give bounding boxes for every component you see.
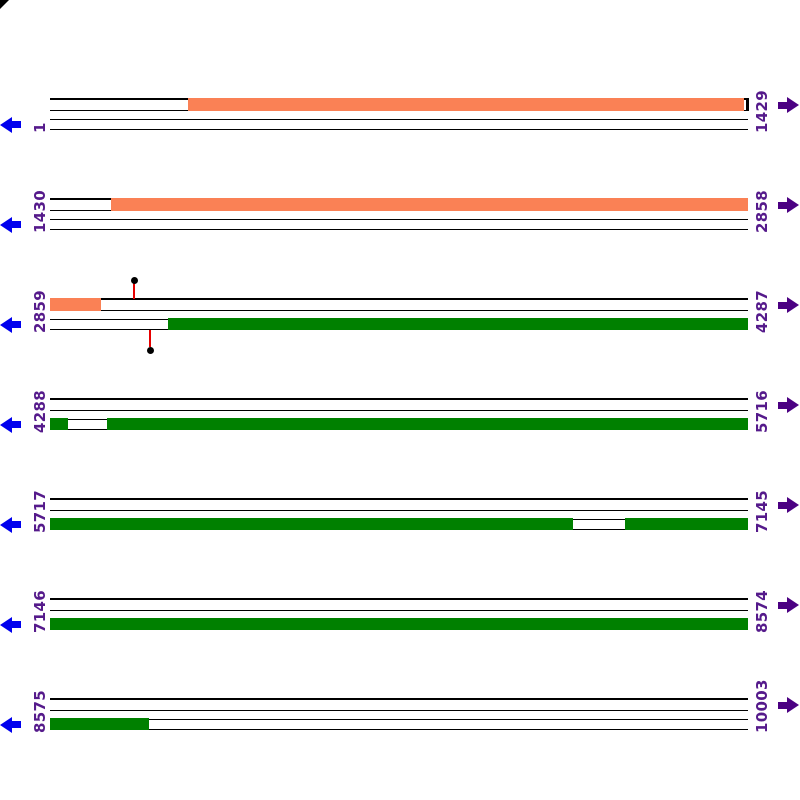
left-arrow-head [0,516,12,533]
left-strand-arrow-icon [0,616,21,633]
right-arrow-head [787,197,799,213]
row-end-position-label: 8574 [753,590,771,633]
right-arrow-head [787,697,799,713]
track-line [50,498,748,500]
site-marker-stem [149,330,151,347]
track-line [50,598,748,600]
right-strand-arrow-icon [778,397,799,413]
reverse-feature-bar [50,718,149,730]
row-start-position-label: 1 [31,122,49,133]
right-arrow-head [787,297,799,313]
left-arrow-shaft [11,221,21,228]
right-arrow-head [787,597,799,613]
left-arrow-shaft [11,321,21,328]
reverse-feature-bar [625,518,748,530]
reverse-feature-bar [168,318,748,330]
site-marker-stem [133,283,135,299]
row-start-position-label: 4288 [31,390,49,433]
left-arrow-head [0,116,12,133]
feature-endcap [746,98,749,111]
right-strand-arrow-icon [778,97,799,113]
row-start-position-label: 8575 [31,690,49,733]
left-strand-arrow-icon [0,416,21,433]
track-line [50,728,748,731]
site-marker-dot-icon [146,346,154,354]
track-line [50,609,748,612]
right-arrow-head [787,497,799,513]
left-arrow-shaft [11,121,21,128]
track-line [50,398,748,400]
left-strand-arrow-icon [0,516,21,533]
right-arrow-shaft [778,601,788,609]
track-line [50,718,748,721]
right-strand-arrow-icon [778,597,799,613]
corner-artifact [0,0,9,9]
right-arrow-shaft [778,101,788,109]
left-arrow-shaft [11,721,21,728]
left-arrow-shaft [11,621,21,628]
track-line [50,409,748,412]
row-end-position-label: 10003 [753,679,771,733]
forward-feature-bar [111,198,748,211]
forward-feature-bar [188,98,744,111]
row-start-position-label: 1430 [31,190,49,233]
reverse-feature-bar [50,618,748,630]
left-arrow-head [0,716,12,733]
right-arrow-shaft [778,301,788,309]
site-marker-dot-icon [130,276,138,284]
left-arrow-head [0,216,12,233]
reverse-feature-bar [50,518,573,530]
right-arrow-shaft [778,701,788,709]
right-arrow-head [787,97,799,113]
left-strand-arrow-icon [0,716,21,733]
row-end-position-label: 2858 [753,190,771,233]
left-arrow-shaft [11,521,21,528]
row-end-position-label: 4287 [753,290,771,333]
row-start-position-label: 2859 [31,290,49,333]
track-line [50,698,748,700]
track-line [50,509,748,512]
right-strand-arrow-icon [778,297,799,313]
track-line [50,709,748,712]
track-line [50,298,748,300]
row-end-position-label: 1429 [753,90,771,133]
row-start-position-label: 5717 [31,490,49,533]
right-strand-arrow-icon [778,697,799,713]
right-strand-arrow-icon [778,197,799,213]
track-line [50,218,748,221]
left-arrow-shaft [11,421,21,428]
right-arrow-shaft [778,501,788,509]
row-end-position-label: 7145 [753,490,771,533]
right-arrow-shaft [778,401,788,409]
track-line [50,309,748,312]
forward-feature-bar [50,298,101,311]
reverse-feature-bar [107,418,748,430]
left-strand-arrow-icon [0,316,21,333]
left-strand-arrow-icon [0,216,21,233]
left-arrow-head [0,616,12,633]
reverse-feature-bar [50,418,68,430]
left-strand-arrow-icon [0,116,21,133]
row-start-position-label: 7146 [31,590,49,633]
right-arrow-head [787,397,799,413]
track-line [50,128,748,131]
row-end-position-label: 5716 [753,390,771,433]
right-arrow-shaft [778,201,788,209]
track-line [50,228,748,231]
left-arrow-head [0,316,12,333]
left-arrow-head [0,416,12,433]
track-line [50,118,748,121]
right-strand-arrow-icon [778,497,799,513]
